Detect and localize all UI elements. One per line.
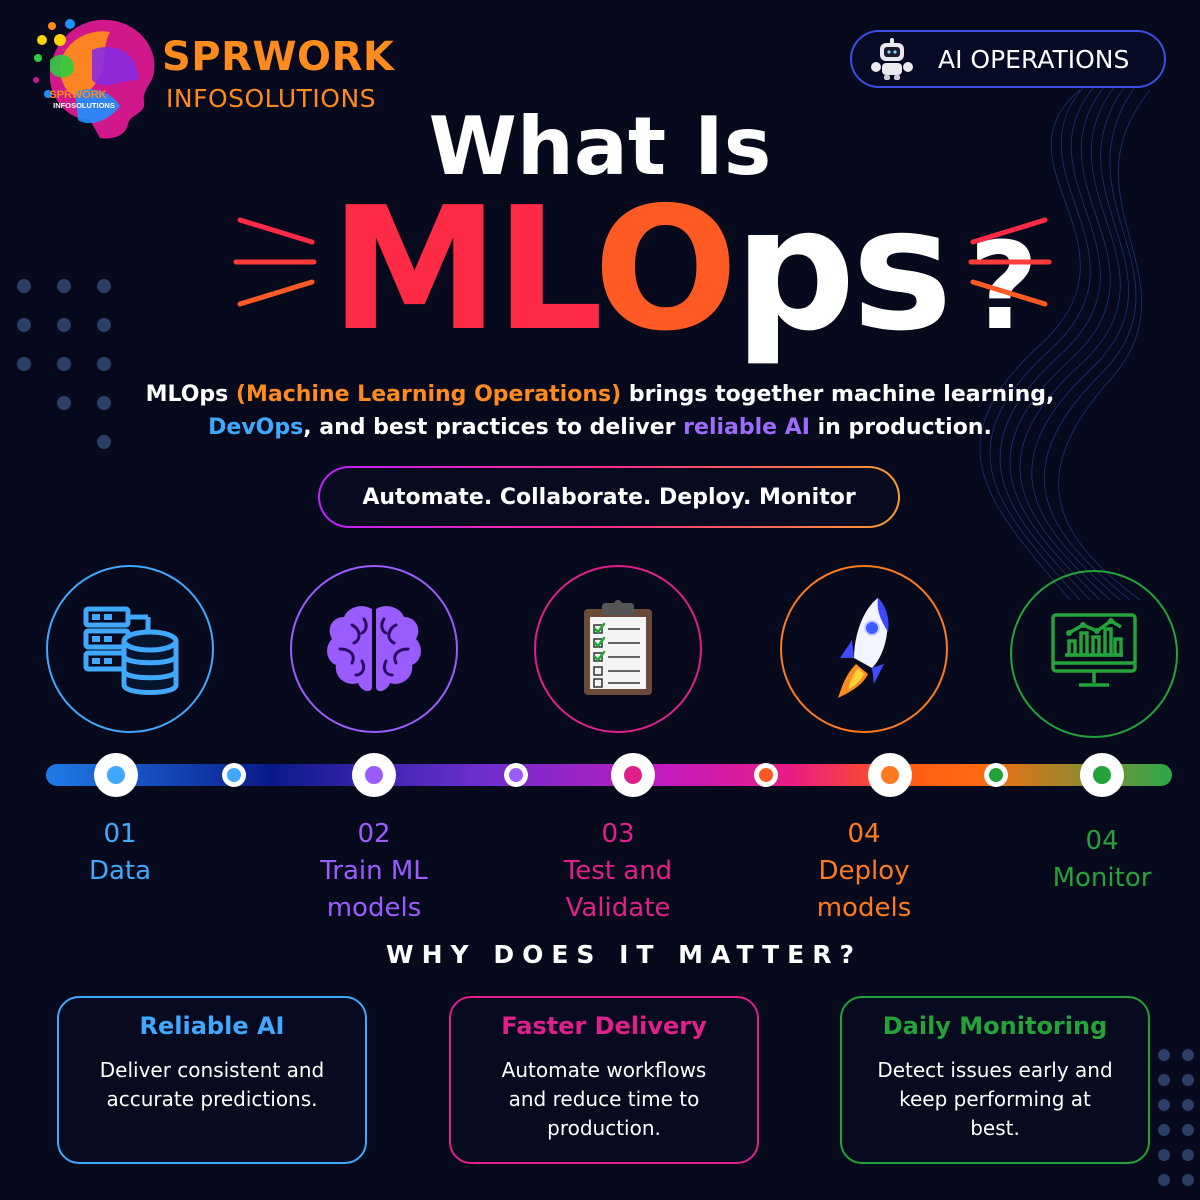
step-label-data: 01 Data xyxy=(88,819,152,886)
tagline-text: Automate. Collaborate. Deploy. Monitor xyxy=(320,468,898,526)
step-circle-train xyxy=(290,565,458,733)
dot-grid-decoration xyxy=(17,279,111,449)
dot-grid-decoration-right xyxy=(1158,1049,1194,1186)
step-circle-deploy xyxy=(780,565,948,733)
description-line-2: DevOps, and best practices to deliver re… xyxy=(208,415,992,440)
card-faster-delivery: Faster Delivery Automate workflows and r… xyxy=(449,996,759,1164)
timeline-dot xyxy=(754,763,778,787)
database-icon xyxy=(83,606,179,695)
step-circle-test xyxy=(534,565,702,733)
card-title: Faster Delivery xyxy=(501,1012,707,1040)
ai-operations-badge: AI OPERATIONS xyxy=(850,30,1166,88)
wave-lines-decoration xyxy=(979,79,1151,601)
clipboard-checklist-icon xyxy=(584,600,652,695)
robot-icon xyxy=(871,38,913,80)
card-body: Automate workflows and reduce time to pr… xyxy=(501,1058,707,1140)
timeline-dot xyxy=(504,763,528,787)
step-label-monitor: 04 Monitor xyxy=(1052,826,1152,893)
rocket-icon xyxy=(838,598,889,698)
rays-decoration-right xyxy=(968,217,1052,307)
rays-decoration-left xyxy=(233,217,317,307)
timeline-node-test xyxy=(611,753,655,797)
card-body: Deliver consistent and accurate predicti… xyxy=(99,1058,325,1111)
step-circle-monitor xyxy=(1010,570,1178,738)
mlops-description: MLOps (Machine Learning Operations) brin… xyxy=(0,378,1200,444)
timeline-node-monitor xyxy=(1080,753,1124,797)
brain-icon xyxy=(327,606,421,692)
step-circle-data xyxy=(46,565,214,733)
headline-ml: ML xyxy=(330,171,597,369)
description-line-1: MLOps (Machine Learning Operations) brin… xyxy=(145,382,1055,407)
step-label-test: 03 Test and Validate xyxy=(563,819,673,923)
svg-text:INFOSOLUTIONS: INFOSOLUTIONS xyxy=(53,101,115,110)
timeline-node-train xyxy=(352,753,396,797)
badge-label: AI OPERATIONS xyxy=(938,44,1130,74)
step-label-deploy: 04 Deploy models xyxy=(816,819,912,923)
card-body: Detect issues early and keep performing … xyxy=(877,1058,1113,1140)
headline-mlops: MLOps? xyxy=(330,180,1038,378)
step-label-train: 02 Train ML models xyxy=(320,819,428,923)
card-title: Daily Monitoring xyxy=(882,1012,1108,1040)
timeline-dot xyxy=(222,763,246,787)
card-reliable-ai: Reliable AI Deliver consistent and accur… xyxy=(57,996,367,1164)
card-title: Reliable AI xyxy=(139,1012,285,1040)
monitor-chart-icon xyxy=(1051,613,1137,687)
headline-o: O xyxy=(593,171,738,369)
timeline-node-data xyxy=(94,753,138,797)
timeline-node-deploy xyxy=(868,753,912,797)
timeline-dot xyxy=(984,763,1008,787)
brand-logo-head: SPRWORK INFOSOLUTIONS xyxy=(33,19,155,139)
brand-subtitle: INFOSOLUTIONS xyxy=(166,84,377,113)
brand-name: SPRWORK xyxy=(162,34,395,80)
why-heading: WHY DOES IT MATTER? xyxy=(386,940,862,969)
tagline-pill: Automate. Collaborate. Deploy. Monitor xyxy=(318,466,900,528)
headline-what-is: What Is xyxy=(428,100,772,193)
logo-lettering: SPRWORK xyxy=(49,89,106,101)
card-daily-monitoring: Daily Monitoring Detect issues early and… xyxy=(840,996,1150,1164)
headline-ps: ps xyxy=(733,171,953,369)
